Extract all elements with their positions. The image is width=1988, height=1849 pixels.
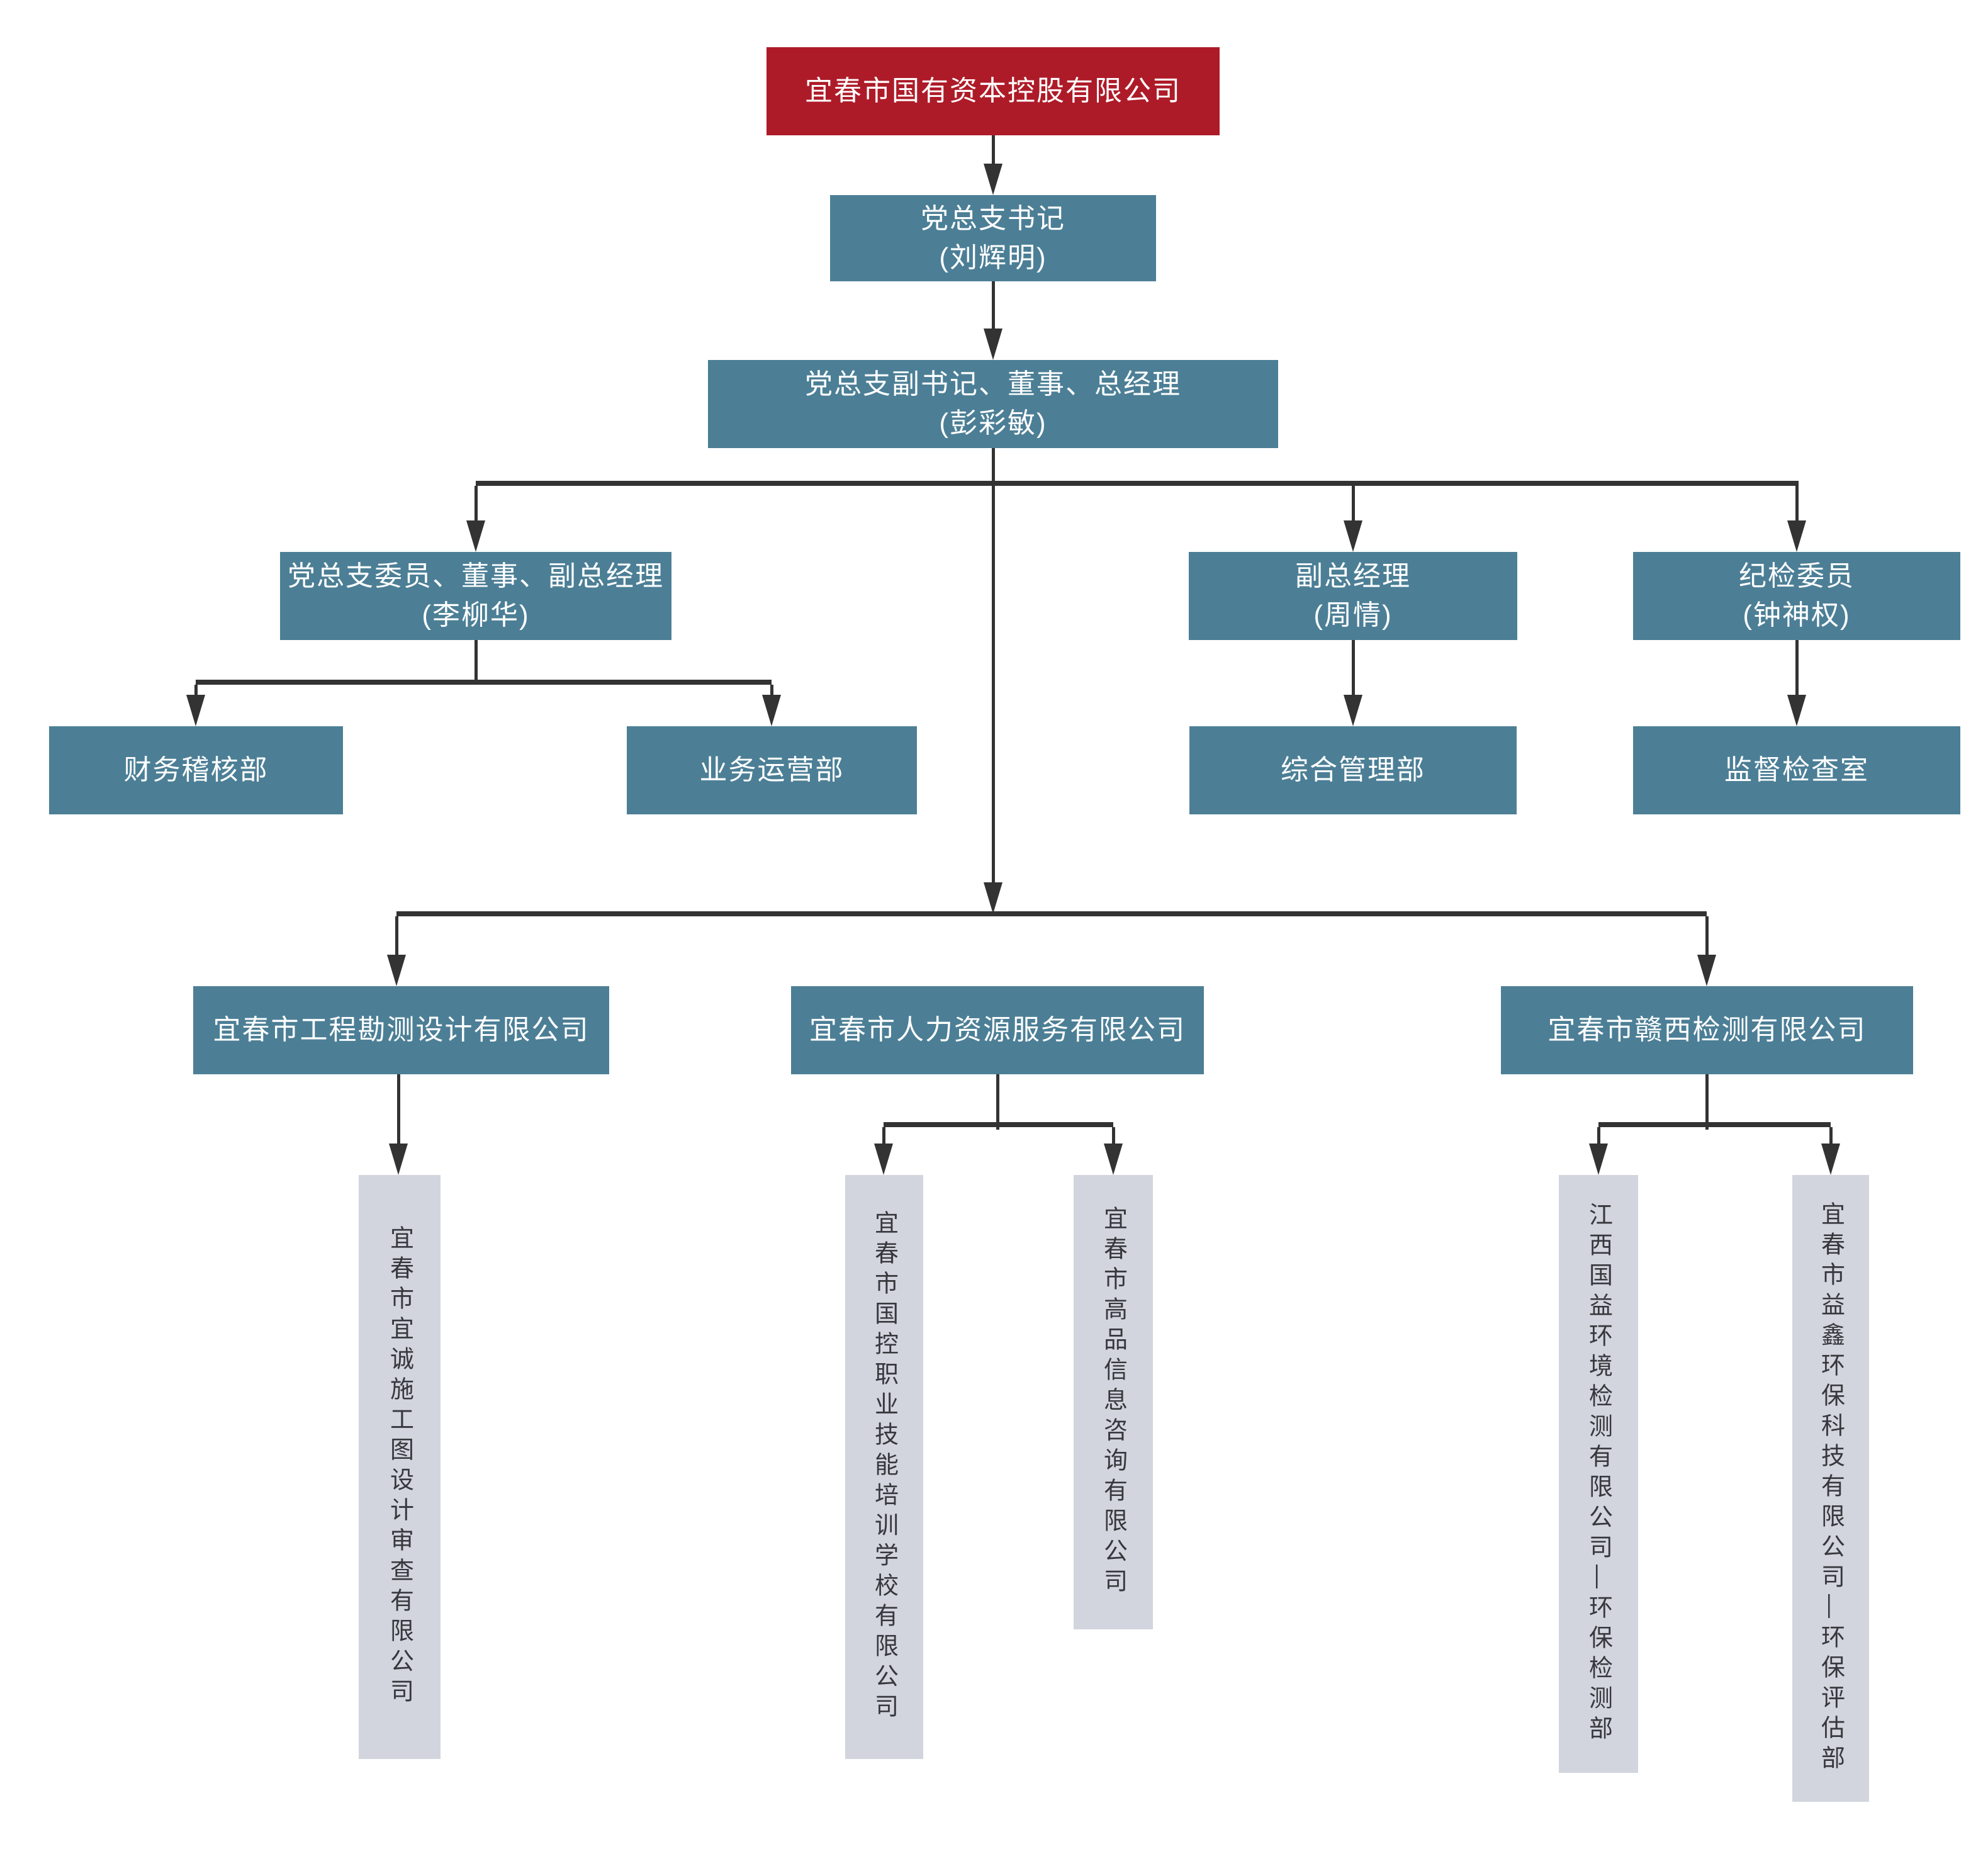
connector-line: [1352, 486, 1355, 522]
org-node-label: 宜春市高品信息咨询有限公司: [1099, 1206, 1126, 1599]
connector-line: [992, 281, 995, 330]
arrow-head-icon: [1104, 1144, 1123, 1175]
org-node-sub-yixin-assessment-dept: 宜春市益鑫环保科技有限公司—环保评估部: [1792, 1175, 1869, 1802]
arrow-head-icon: [1697, 955, 1716, 986]
org-node-company-hr-service: 宜春市人力资源服务有限公司: [791, 986, 1204, 1074]
org-node-title: 党总支书记: [921, 203, 1065, 234]
connector-rail-hr-leaves: [884, 1122, 1113, 1127]
org-node-committee-member: 党总支委员、董事、副总经理 (李柳华): [280, 552, 671, 640]
connector-rail-companies: [396, 911, 1707, 916]
arrow-head-icon: [389, 1144, 408, 1175]
connector-line: [395, 916, 398, 956]
org-node-label: 宜春市益鑫环保科技有限公司—环保评估部: [1817, 1201, 1844, 1775]
arrow-head-icon: [1821, 1144, 1840, 1175]
org-node-label: 财务稽核部: [123, 755, 269, 786]
org-node-sub-guokong-school: 宜春市国控职业技能培训学校有限公司: [845, 1175, 923, 1759]
org-node-deputy-secretary-gm: 党总支副书记、董事、总经理 (彭彩敏): [708, 360, 1278, 448]
org-node-general-management-dept: 综合管理部: [1189, 726, 1517, 814]
connector-line: [475, 640, 478, 685]
arrow-head-icon: [1787, 695, 1806, 726]
org-node-sub-guoyi-testing-dept: 江西国益环境检测有限公司—环保检测部: [1559, 1175, 1638, 1773]
arrow-head-icon: [984, 882, 1002, 914]
org-node-label: 业务运营部: [699, 755, 845, 786]
connector-rail-departments: [196, 680, 772, 685]
org-node-label: 江西国益环境检测有限公司—环保检测部: [1585, 1202, 1612, 1746]
arrow-head-icon: [984, 164, 1002, 195]
connector-line: [1829, 1127, 1833, 1145]
org-node-title: 副总经理: [1295, 561, 1411, 592]
connector-line: [1597, 1127, 1600, 1145]
connector-line: [882, 1127, 885, 1145]
org-node-company-ganxi-testing: 宜春市赣西检测有限公司: [1501, 986, 1913, 1074]
org-node-label: 宜春市人力资源服务有限公司: [809, 1014, 1186, 1046]
org-node-person: (彭彩敏): [939, 408, 1047, 439]
org-node-label: 宜春市宜诚施工图设计审查有限公司: [386, 1225, 413, 1709]
org-node-label: 综合管理部: [1281, 755, 1425, 786]
org-node-person: (周情): [1313, 600, 1393, 631]
connector-line: [1352, 640, 1355, 696]
org-node-finance-audit-dept: 财务稽核部: [49, 726, 343, 814]
org-node-business-operations-dept: 业务运营部: [627, 726, 917, 814]
arrow-head-icon: [1344, 695, 1362, 726]
connector-line: [1795, 486, 1799, 522]
org-node-label: 宜春市国控职业技能培训学校有限公司: [870, 1210, 897, 1724]
connector-line: [1795, 640, 1799, 696]
connector-rail-executives: [476, 481, 1799, 486]
org-node-label: 宜春市赣西检测有限公司: [1547, 1014, 1867, 1046]
connector-rail-ganxi-leaves: [1598, 1122, 1831, 1127]
org-node-supervision-office: 监督检查室: [1633, 726, 1960, 814]
org-node-discipline-member: 纪检委员 (钟神权): [1633, 552, 1960, 640]
connector-line: [397, 1074, 400, 1145]
connector-line: [770, 685, 773, 696]
arrow-head-icon: [984, 329, 1002, 360]
org-node-title: 党总支委员、董事、副总经理: [288, 561, 664, 592]
org-node-title: 党总支副书记、董事、总经理: [805, 369, 1181, 400]
org-node-sub-yicheng-review: 宜春市宜诚施工图设计审查有限公司: [359, 1175, 441, 1759]
connector-trunk-line: [992, 448, 995, 884]
connector-line: [1705, 916, 1709, 956]
arrow-head-icon: [186, 695, 205, 726]
connector-line: [996, 1074, 999, 1130]
connector-line: [1112, 1127, 1115, 1145]
arrow-head-icon: [1589, 1144, 1608, 1175]
connector-line: [475, 486, 478, 522]
arrow-head-icon: [874, 1144, 893, 1175]
arrow-head-icon: [1787, 520, 1806, 552]
connector-line: [194, 685, 198, 696]
arrow-head-icon: [387, 955, 406, 986]
arrow-head-icon: [1344, 520, 1362, 552]
org-node-root-company: 宜春市国有资本控股有限公司: [767, 47, 1220, 135]
org-node-party-secretary: 党总支书记 (刘辉明): [830, 195, 1156, 281]
org-node-person: (李柳华): [422, 600, 530, 631]
org-node-label: 监督检查室: [1724, 755, 1869, 786]
arrow-head-icon: [762, 695, 781, 726]
org-node-label: 宜春市工程勘测设计有限公司: [213, 1014, 590, 1046]
org-node-person: (钟神权): [1743, 600, 1851, 631]
connector-line: [992, 135, 995, 165]
org-node-sub-gaopin-consulting: 宜春市高品信息咨询有限公司: [1074, 1175, 1153, 1629]
org-node-person: (刘辉明): [939, 242, 1047, 273]
connector-line: [1705, 1074, 1709, 1130]
org-node-company-survey-design: 宜春市工程勘测设计有限公司: [193, 986, 609, 1074]
arrow-head-icon: [466, 520, 485, 552]
org-node-label: 宜春市国有资本控股有限公司: [805, 76, 1181, 107]
org-node-deputy-gm: 副总经理 (周情): [1189, 552, 1517, 640]
org-node-title: 纪检委员: [1739, 561, 1855, 592]
